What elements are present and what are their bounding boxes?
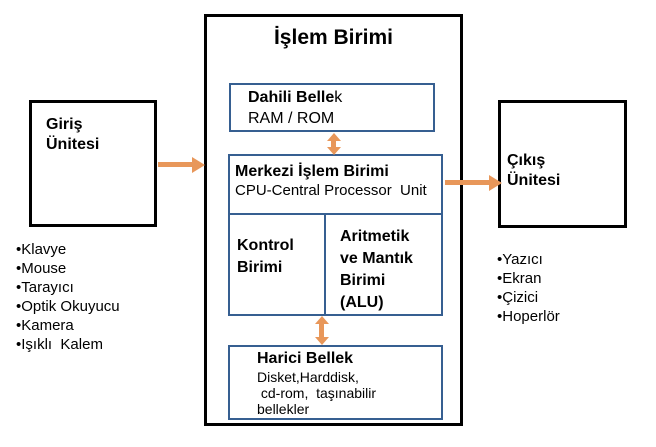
internal-memory-title-tail: k: [334, 89, 343, 106]
list-item: •Optik Okuyucu: [16, 298, 120, 315]
cpu-cells: Kontrol Birimi Aritmetik ve Mantık Birim…: [230, 215, 441, 314]
processing-unit-box: [204, 14, 463, 426]
cpu-box: Merkezi İşlem Birimi CPU-Central Process…: [228, 154, 443, 316]
right-arrow-icon: [158, 156, 205, 174]
list-item: •Hoperlör: [497, 308, 560, 325]
cpu-subtitle: CPU-Central Processor Unit: [235, 182, 427, 199]
input-unit-box: Giriş Ünitesi: [29, 100, 157, 227]
list-item: •Tarayıcı: [16, 279, 74, 296]
arrow-shaft: [331, 140, 336, 148]
double-arrow-icon: [315, 316, 329, 345]
arrow-head: [315, 316, 329, 324]
right-arrow-icon: [445, 174, 502, 192]
arrow-head: [192, 157, 205, 173]
input-device-list: •Klavye •Mouse •Tarayıcı •Optik Okuyucu …: [16, 240, 120, 354]
arrow-head: [315, 337, 329, 345]
list-item: •Ekran: [497, 270, 542, 287]
arrow-shaft: [445, 180, 491, 185]
arrow-head: [327, 133, 341, 141]
external-memory-line: cd-rom, taşınabilir: [257, 385, 377, 401]
alu-cell: Aritmetik ve Mantık Birimi (ALU): [340, 228, 413, 311]
list-item: •Klavye: [16, 241, 67, 258]
external-memory-title: Harici Bellek: [257, 350, 354, 367]
cpu-header: Merkezi İşlem Birimi CPU-Central Process…: [230, 156, 441, 215]
arrow-head: [327, 147, 341, 155]
arrow-head: [489, 175, 502, 191]
list-item: •Kamera: [16, 317, 74, 334]
processing-unit-title: İşlem Birimi: [273, 26, 394, 49]
double-arrow-icon: [327, 133, 341, 155]
list-item: •Çizici: [497, 289, 539, 306]
external-memory-line: Disket,Harddisk,: [257, 369, 359, 385]
list-item: •Mouse: [16, 260, 67, 277]
external-memory-box: Harici Bellek Disket,Harddisk, cd-rom, t…: [228, 345, 443, 420]
cpu-title: Merkezi İşlem Birimi: [235, 163, 389, 180]
internal-memory-title: Dahili Bellek: [248, 87, 433, 108]
output-unit-box: Çıkış Ünitesi: [498, 100, 627, 228]
arrow-shaft: [158, 162, 194, 167]
list-item: •Işıklı Kalem: [16, 336, 103, 353]
output-device-list: •Yazıcı •Ekran •Çizici •Hoperlör: [497, 250, 560, 326]
internal-memory-box: Dahili Bellek RAM / ROM: [229, 83, 435, 132]
internal-memory-subtitle: RAM / ROM: [248, 110, 335, 127]
internal-memory-title-bold: Dahili Belle: [248, 89, 335, 106]
list-item: •Yazıcı: [497, 251, 543, 268]
external-memory-line: bellekler: [257, 401, 310, 417]
control-unit-cell: Kontrol Birimi: [230, 215, 326, 314]
arrow-shaft: [319, 323, 324, 338]
